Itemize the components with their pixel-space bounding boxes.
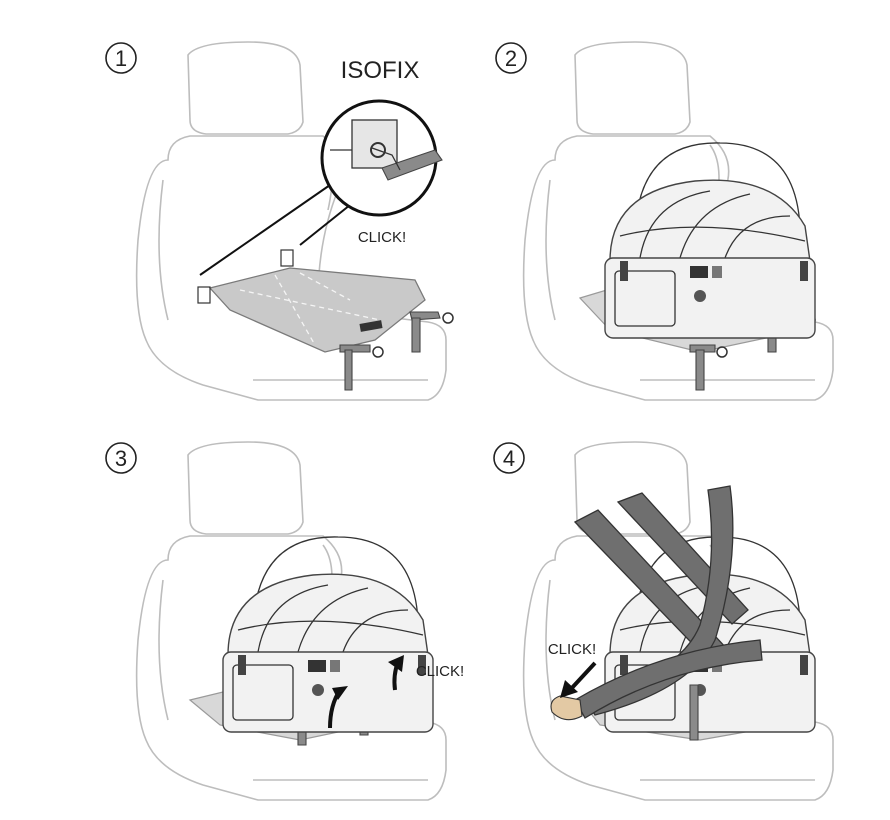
step-1-panel: 1 ISOFI <box>105 41 454 401</box>
step-4-number-badge: 4 <box>493 442 525 474</box>
click-label-step-1: CLICK! <box>358 229 406 246</box>
step-2-number-badge: 2 <box>495 42 527 74</box>
step-2-panel: 2 <box>495 41 834 401</box>
click-label-step-3: CLICK! <box>416 663 464 680</box>
step-4-number: 4 <box>503 446 515 471</box>
step-1-number: 1 <box>115 46 127 71</box>
isofix-base-1 <box>208 267 454 391</box>
isofix-label: ISOFIX <box>341 57 420 84</box>
lift-arrows-step-3 <box>328 655 404 729</box>
isofix-zoom-detail <box>320 99 443 217</box>
step-4-panel: 4 CLICK! <box>493 441 834 801</box>
click-label-step-4: CLICK! <box>548 641 596 658</box>
step-3-number: 3 <box>115 446 127 471</box>
buckle-arrow-step-4 <box>560 661 597 698</box>
seat-belt <box>550 485 763 741</box>
step-3-number-badge: 3 <box>105 442 137 474</box>
step-1-number-badge: 1 <box>105 42 137 74</box>
step-2-number: 2 <box>505 46 517 71</box>
step-3-panel: 3 CLICK! <box>105 441 464 801</box>
car-seat-1 <box>135 41 447 401</box>
